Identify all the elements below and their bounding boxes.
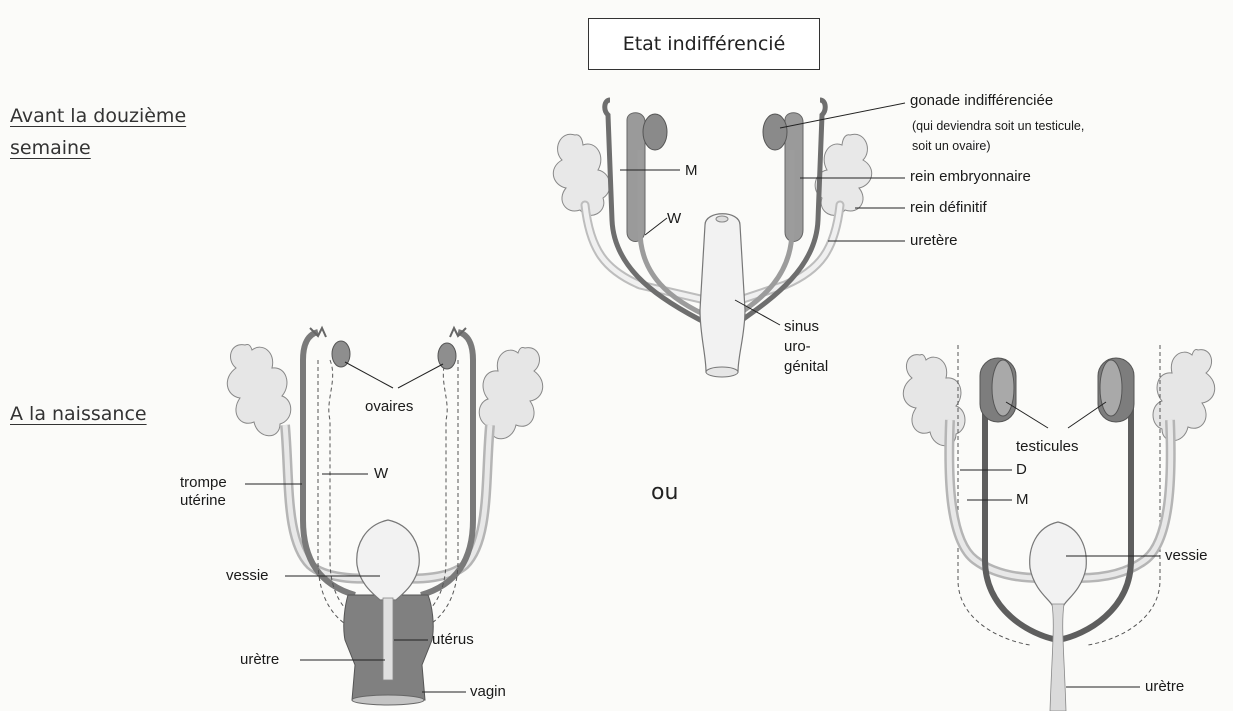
label-w-top: W: [667, 210, 681, 228]
label-uretre-male: urètre: [1145, 678, 1184, 696]
label-vessie-male: vessie: [1165, 547, 1208, 565]
label-rein-embryonnaire: rein embryonnaire: [910, 168, 1031, 186]
testicule-right: [1098, 358, 1134, 422]
label-uretere: uretère: [910, 232, 958, 250]
rein-left-female: [227, 345, 290, 436]
undifferentiated-figure: [553, 100, 905, 377]
label-m-male: M: [1016, 491, 1029, 509]
label-vessie-female: vessie: [226, 567, 269, 585]
uretere-male-right: [1080, 420, 1171, 578]
label-sinus-2: uro-: [784, 338, 811, 356]
label-uretre-female: urètre: [240, 651, 279, 669]
rein-right-male: [1153, 350, 1215, 441]
female-figure: [227, 328, 542, 705]
label-d: D: [1016, 461, 1027, 479]
label-trompe-2: utérine: [180, 492, 226, 510]
sinus-uro-genital: [700, 214, 745, 372]
vessie-female: [357, 520, 419, 600]
label-gonade-note1: (qui deviendra soit un testicule,: [912, 118, 1084, 134]
label-trompe-1: trompe: [180, 474, 227, 492]
gonade-right: [763, 114, 787, 150]
uretre-male: [1050, 604, 1066, 711]
gonade-left: [643, 114, 667, 150]
label-testicules: testicules: [1016, 438, 1079, 456]
label-w-female: W: [374, 465, 388, 483]
trompe-left: [303, 332, 355, 595]
label-vagin: vagin: [470, 683, 506, 701]
testicule-left: [980, 358, 1016, 422]
rein-left-male: [903, 355, 965, 446]
label-sinus-3: génital: [784, 358, 828, 376]
label-m-top: M: [685, 162, 698, 180]
label-gonade-note2: soit un ovaire): [912, 138, 991, 154]
label-gonade: gonade indifférenciée: [910, 92, 1053, 110]
label-sinus-1: sinus: [784, 318, 819, 336]
vessie-male: [1030, 522, 1087, 605]
sinus-bottom: [706, 367, 738, 377]
label-uterus: utérus: [432, 631, 474, 649]
vagin-opening: [352, 695, 424, 705]
sinus-top: [716, 216, 728, 222]
male-figure: [903, 345, 1214, 711]
label-rein-definitif: rein définitif: [910, 199, 987, 217]
label-ovaires: ovaires: [365, 398, 413, 416]
uretre-female: [383, 598, 393, 680]
